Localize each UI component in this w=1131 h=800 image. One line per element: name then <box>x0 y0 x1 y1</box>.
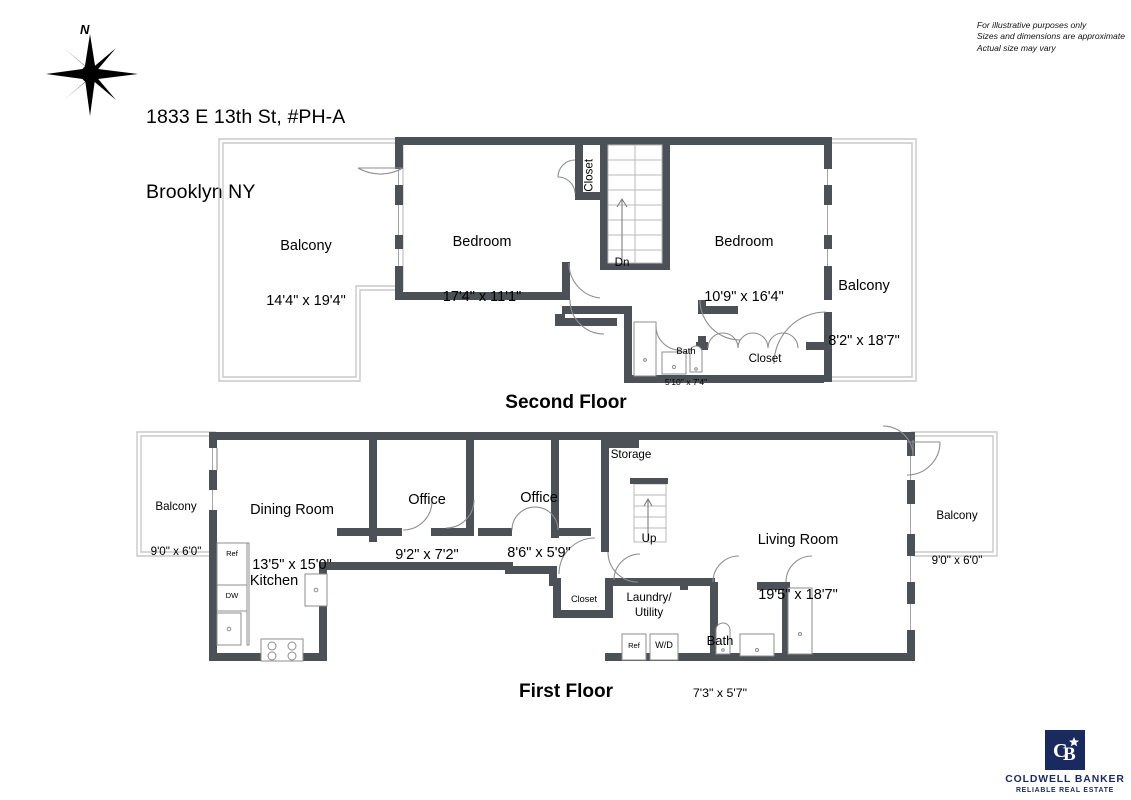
room-name: Living Room <box>757 531 839 548</box>
room-label-office-2: Office 8'6" x 5'9" <box>489 452 589 599</box>
appliance-label-ref-kitchen: Ref <box>226 549 238 558</box>
svg-text:C: C <box>1053 740 1067 762</box>
floor-title-second: Second Floor <box>505 392 627 413</box>
compass-star-icon <box>46 34 138 116</box>
room-name: Balcony <box>155 500 197 514</box>
second-floor-geometry <box>218 137 917 383</box>
appliance-label-dw: DW <box>225 591 239 600</box>
room-dims: 13'5" x 15'0" <box>252 557 332 574</box>
room-label-kitchen: Kitchen <box>249 573 299 589</box>
room-dims: 9'2" x 7'2" <box>395 547 459 564</box>
laundry-fixtures <box>621 633 679 661</box>
room-dims: 14'4" x 19'4" <box>266 293 346 310</box>
room-label-closet-sf-2: Closet <box>748 352 782 365</box>
appliance-label-ref-laundry: Ref <box>628 641 640 650</box>
first-floor-bath-fixtures <box>715 587 813 657</box>
logo-brand-name: COLDWELL BANKER <box>1005 774 1125 785</box>
room-label-office-1: Office 9'2" x 7'2" <box>377 454 477 601</box>
stair-label-up: Up <box>641 532 657 545</box>
room-label-living-room: Living Room 19'5" x 18'7" <box>722 494 874 641</box>
room-name: Balcony <box>838 277 890 294</box>
room-dims: 5'10" x 7'4" <box>664 376 708 387</box>
room-name: Bedroom <box>452 233 512 250</box>
logo-tagline: RELIABLE REAL ESTATE <box>1015 787 1115 794</box>
address-line-1: 1833 E 13th St, #PH-A <box>146 106 346 128</box>
washer-dryer-icon <box>649 633 679 661</box>
second-floor-stairs <box>607 144 663 264</box>
room-label-laundry-utility: Laundry/ Utility <box>626 591 672 619</box>
first-floor-stairs <box>630 478 668 543</box>
room-name: Dining Room <box>250 501 334 518</box>
room-label-bath-ff: Bath 7'3" x 5'7" <box>675 596 765 739</box>
room-label-balcony-sf-right: Balcony 8'2" x 18'7" <box>796 240 932 387</box>
stair-label-dn: Dn <box>614 256 630 269</box>
first-floor-doors <box>216 425 941 583</box>
laundry-ref-icon <box>621 633 647 661</box>
room-name: Bedroom <box>714 233 774 250</box>
kitchen-sink-right-icon <box>304 573 328 607</box>
room-label-balcony-ff-left: Balcony 9'0" x 6'0" <box>134 471 218 589</box>
compass-rose: N <box>44 22 140 124</box>
svg-text:B: B <box>1063 744 1076 765</box>
room-label-storage: Storage <box>610 448 652 461</box>
room-label-balcony-ff-right: Balcony 9'0" x 6'0" <box>915 480 999 598</box>
room-label-bedroom-sf-1: Bedroom 17'4" x 11'1" <box>406 196 558 343</box>
sink-icon <box>739 633 775 657</box>
toilet-icon <box>715 622 731 655</box>
room-label-dining-room: Dining Room 13'5" x 15'0" <box>216 464 368 611</box>
room-dims: 10'9" x 16'4" <box>704 289 784 306</box>
room-name: Balcony <box>280 237 332 254</box>
bathtub-icon <box>787 587 813 655</box>
range-icon <box>260 638 304 662</box>
property-address: 1833 E 13th St, #PH-A Brooklyn NY <box>146 55 345 255</box>
room-name: Office <box>408 491 446 508</box>
address-line-2: Brooklyn NY <box>146 181 256 203</box>
coldwell-banker-logo: C B COLDWELL BANKER RELIABLE REAL ESTATE <box>1004 730 1126 794</box>
room-dims: 8'6" x 5'9" <box>507 545 571 562</box>
second-floor-bath-fixtures <box>633 321 703 377</box>
appliance-label-wd: W/D <box>655 640 673 650</box>
room-dims: 9'0" x 6'0" <box>931 553 983 567</box>
floor-title-first: First Floor <box>519 681 613 702</box>
first-floor-geometry <box>136 425 998 662</box>
room-dims: 19'5" x 18'7" <box>758 587 838 604</box>
room-name: Bath <box>676 345 696 357</box>
room-dims: 17'4" x 11'1" <box>442 289 522 306</box>
counter-top-icon <box>246 542 250 646</box>
room-label-bath-sf: Bath 5'10" x 7'4" <box>651 326 721 407</box>
toilet-icon <box>689 345 703 373</box>
room-label-bedroom-sf-2: Bedroom 10'9" x 16'4" <box>668 196 820 343</box>
room-dims: 9'0" x 6'0" <box>150 544 202 558</box>
room-dims: 8'2" x 18'7" <box>828 333 900 350</box>
kitchen-sink-left-icon <box>216 612 242 646</box>
room-label-balcony-sf-left: Balcony 14'4" x 19'4" <box>230 200 382 347</box>
sink-icon <box>661 351 687 375</box>
room-label-closet-ff: Closet <box>570 594 598 604</box>
kitchen-fixtures <box>216 542 328 662</box>
room-name: Bath <box>706 632 734 648</box>
room-dims: 7'3" x 5'7" <box>692 686 748 701</box>
room-name: Balcony <box>936 509 978 523</box>
bathtub-icon <box>633 321 657 377</box>
room-name: Office <box>520 489 558 506</box>
disclaimer-text: For illustrative purposes only Sizes and… <box>976 20 1125 53</box>
compass-north-label: N <box>80 22 90 37</box>
second-floor-doors <box>357 159 827 365</box>
cb-monogram-icon: C B <box>1045 730 1085 770</box>
